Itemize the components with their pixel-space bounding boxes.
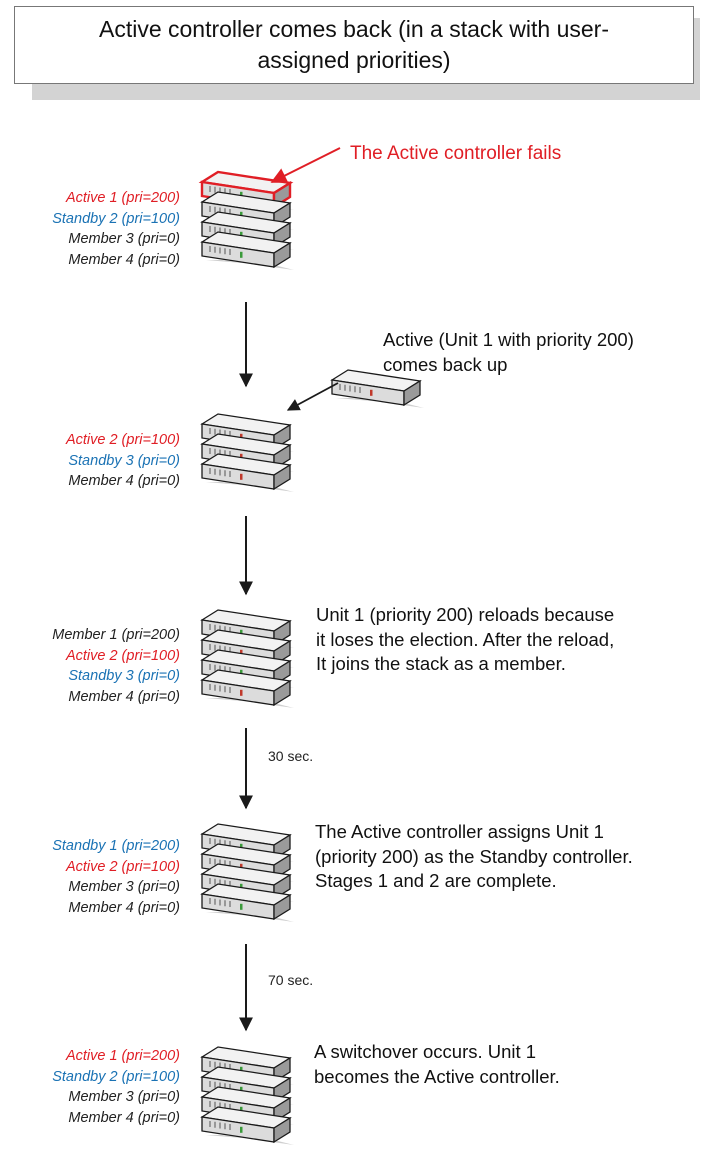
rejoining-switch-icon [330,369,424,408]
description-line: The Active controller assigns Unit 1 [315,821,604,842]
unit-label: Active 2 (pri=100) [65,432,180,448]
switch-unit-icon [200,231,294,270]
unit-label: Active 1 (pri=200) [65,190,180,206]
timing-70-sec: 70 sec. [268,972,314,988]
switch-stack-icon [200,1046,294,1145]
diagram-title: Active controller comes back (in a stack… [98,16,609,73]
stage-2-labels: Active 2 (pri=100) Standby 3 (pri=0) Mem… [0,430,180,492]
switch-unit-icon [200,1106,294,1145]
unit-label: Standby 2 (pri=100) [52,210,180,227]
stage-4-description: The Active controller assigns Unit 1 (pr… [315,820,633,894]
unit-label: Member 4 (pri=0) [68,473,180,489]
description-line: Stages 1 and 2 are complete. [315,870,557,891]
unit-label: Standby 1 (pri=200) [52,838,180,854]
title-box: Active controller comes back (in a stack… [14,6,694,84]
description-line: (priority 200) as the Standby controller… [315,845,633,867]
unit-label: Member 4 (pri=0) [68,899,180,916]
description-line: Active (Unit 1 with priority 200) [383,329,634,350]
timing-30-sec: 30 sec. [268,748,314,764]
stage-4-labels: Standby 1 (pri=200) Active 2 (pri=100) M… [0,836,180,918]
switch-unit-icon [200,883,294,922]
unit-label: Standby 2 (pri=100) [52,1068,180,1085]
unit-label: Standby 3 (pri=0) [68,452,180,469]
unit-label: Active 2 (pri=100) [65,647,180,664]
unit-label: Member 3 (pri=0) [68,879,180,895]
stage-1-labels: Active 1 (pri=200) Standby 2 (pri=100) M… [0,188,180,270]
description-line: comes back up [383,353,508,375]
stage-2-description: Active (Unit 1 with priority 200) comes … [383,328,634,377]
unit-label: Member 3 (pri=0) [68,1089,180,1105]
unit-label: Member 3 (pri=0) [68,231,180,247]
unit-label: Standby 3 (pri=0) [68,668,180,684]
switch-unit-icon [200,669,294,708]
switch-stack-icon [200,823,294,922]
unit-label: Member 4 (pri=0) [68,251,180,268]
description-line: it loses the election. After the reload, [316,628,615,650]
switch-stack-icon [200,609,294,708]
unit-label: Member 4 (pri=0) [68,1109,180,1126]
unit-label: Member 4 (pri=0) [68,688,180,705]
description-line: becomes the Active controller. [314,1065,560,1087]
rejoin-arrow [286,382,339,411]
stage-5-description: A switchover occurs. Unit 1 becomes the … [314,1040,560,1089]
stage-3-description: Unit 1 (priority 200) reloads because it… [316,603,614,677]
switch-unit-icon [200,453,294,492]
fail-label: The Active controller fails [350,143,562,164]
stage-3-labels: Member 1 (pri=200) Active 2 (pri=100) St… [0,625,180,707]
unit-label: Active 2 (pri=100) [65,858,180,875]
stage-5-labels: Active 1 (pri=200) Standby 2 (pri=100) M… [0,1046,180,1128]
switch-stack-icon [200,413,294,492]
description-line: It joins the stack as a member. [316,653,566,674]
description-line: A switchover occurs. Unit 1 [314,1041,537,1062]
description-line: Unit 1 (priority 200) reloads because [316,604,615,625]
switch-stack-icon [198,170,294,270]
fail-pointer-arrow [270,147,341,183]
switch-unit-icon [330,369,424,408]
unit-label: Active 1 (pri=200) [65,1048,180,1064]
unit-label: Member 1 (pri=200) [52,627,180,643]
